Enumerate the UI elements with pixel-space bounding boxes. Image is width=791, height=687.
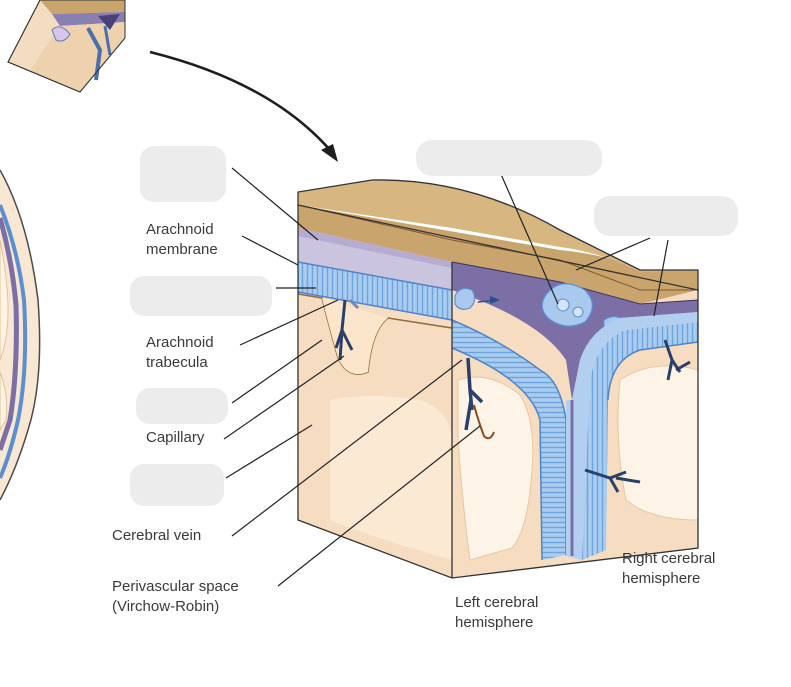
label-right-cerebral-hemisphere: Right cerebral hemisphere [622,550,716,587]
hidden-label-box [416,140,602,176]
hidden-label-box [130,276,272,316]
hidden-label-box [130,464,224,506]
label-arachnoid-membrane: Arachnoid membrane [146,221,218,258]
leader-brain-blank [225,424,313,479]
inset-thumbnail [7,0,126,93]
leader-top-left-blank [231,167,319,241]
leader-perivascular-space [277,425,481,587]
leader-cerebral-vein [231,359,463,537]
leader-pia-blank [231,339,323,404]
hidden-label-box [136,388,228,424]
hidden-label-boxes [130,140,738,506]
leader-lines [223,167,669,587]
hidden-label-box [140,146,226,202]
leader-arachnoid-trabecula [239,299,339,346]
label-left-cerebral-hemisphere: Left cerebral hemisphere [455,594,539,631]
leader-top-right-blank-2 [653,239,669,317]
leader-top-right-blank-1 [575,237,651,271]
label-capillary: Capillary [146,429,205,446]
label-perivascular-space: Perivascular space (Virchow-Robin) [112,578,239,615]
label-arachnoid-trabecula: Arachnoid trabecula [146,334,214,371]
label-cerebral-vein: Cerebral vein [112,527,202,544]
meninges-block [297,179,699,579]
zoom-arrow [149,50,338,162]
leader-arachnoid-membrane [241,235,299,266]
leader-top-center-blank [499,171,559,305]
brain-outline [0,169,41,501]
hidden-label-box [594,196,738,236]
leader-capillary [223,355,345,440]
